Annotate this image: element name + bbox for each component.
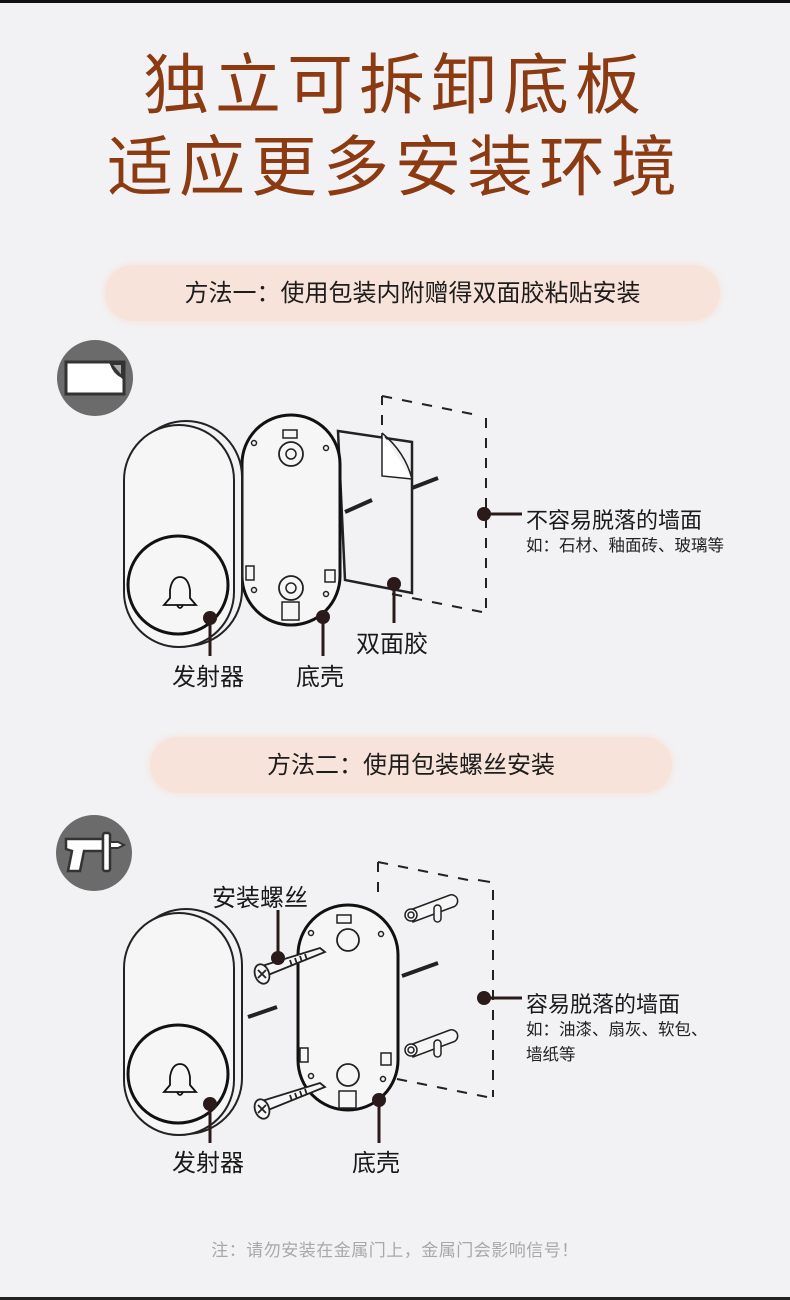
label-base-shell-2: 底壳 [352,1149,400,1177]
label-base-shell-1: 底壳 [296,663,344,691]
label-double-sided-tape: 双面胶 [356,630,428,658]
drill-icon [56,815,132,891]
method-2-banner: 方法二：使用包装螺丝安装 [150,737,672,793]
label-transmitter-1: 发射器 [172,663,244,691]
wall-title-1: 不容易脱落的墙面 [526,509,703,534]
method-1-title: 方法一：使用包装内附赠得双面胶粘贴安装 [184,279,641,307]
bottom-border [0,1297,790,1300]
headline-line-2: 适应更多安装环境 [107,129,683,206]
top-border [0,0,790,3]
screw-top [253,946,327,985]
adhesive-tape-icon [57,340,133,416]
base-shell-2 [296,903,400,1112]
headline-line-1: 独立可拆卸底板 [143,47,647,124]
screw-bottom [253,1081,327,1120]
method-1-banner: 方法一：使用包装内附赠得双面胶粘贴安装 [105,265,720,321]
wall-examples-2: 如：油漆、扇灰、软包、墙纸等 [526,1020,708,1064]
wall-examples-1: 如：石材、釉面砖、玻璃等 [526,536,724,555]
label-transmitter-2: 发射器 [172,1149,244,1177]
wall-title-2: 容易脱落的墙面 [526,993,681,1018]
wall-anchor-bottom [404,1029,459,1058]
method-2-title: 方法二：使用包装螺丝安装 [267,751,555,779]
warning-note: 注：请勿安装在金属门上，金属门会影响信号！ [211,1241,579,1261]
bell-icon-2 [162,1063,198,1096]
wall-outline-2 [377,861,494,1098]
label-screws: 安装螺丝 [212,884,308,912]
wall-anchor-top [404,894,459,923]
bell-icon [162,576,198,609]
